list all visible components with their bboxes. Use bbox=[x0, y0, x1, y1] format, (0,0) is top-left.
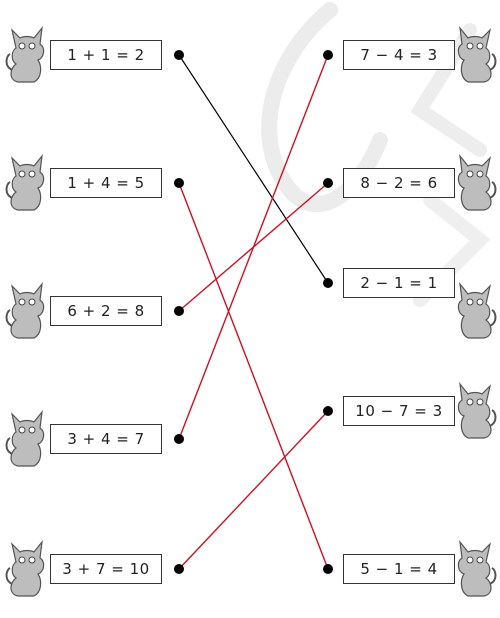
left-equation-text: 3 + 4 = 7 bbox=[67, 430, 145, 448]
cartoon-cat-icon bbox=[5, 281, 45, 339]
connection-line-2 bbox=[178, 182, 329, 570]
cartoon-cat-icon bbox=[457, 281, 497, 339]
cartoon-cat-icon bbox=[5, 25, 45, 83]
cartoon-cat-icon bbox=[5, 409, 45, 467]
right-equation-box: 7 − 4 = 3 bbox=[343, 40, 455, 70]
right-equation-box: 5 − 1 = 4 bbox=[343, 554, 455, 584]
right-equation-text: 10 − 7 = 3 bbox=[355, 402, 443, 420]
cartoon-cat-icon bbox=[457, 381, 497, 439]
left-endpoint-dot[interactable] bbox=[174, 564, 184, 574]
right-equation-text: 2 − 1 = 1 bbox=[360, 274, 438, 292]
right-equation-text: 5 − 1 = 4 bbox=[360, 560, 438, 578]
cartoon-cat-icon bbox=[5, 539, 45, 597]
cartoon-cat-icon bbox=[457, 25, 497, 83]
right-equation-box: 2 − 1 = 1 bbox=[343, 268, 455, 298]
right-equation-text: 7 − 4 = 3 bbox=[360, 46, 438, 64]
left-endpoint-dot[interactable] bbox=[174, 178, 184, 188]
left-endpoint-dot[interactable] bbox=[174, 434, 184, 444]
cartoon-cat-icon bbox=[5, 153, 45, 211]
left-equation-text: 1 + 4 = 5 bbox=[67, 174, 145, 192]
left-equation-text: 3 + 7 = 10 bbox=[62, 560, 150, 578]
left-equation-box: 1 + 1 = 2 bbox=[50, 40, 162, 70]
connection-line-1 bbox=[178, 54, 329, 284]
left-equation-text: 6 + 2 = 8 bbox=[67, 302, 145, 320]
left-endpoint-dot[interactable] bbox=[174, 50, 184, 60]
left-equation-box: 6 + 2 = 8 bbox=[50, 296, 162, 326]
connection-line-4 bbox=[178, 54, 329, 440]
right-equation-text: 8 − 2 = 6 bbox=[360, 174, 438, 192]
right-endpoint-dot[interactable] bbox=[323, 50, 333, 60]
left-equation-box: 3 + 4 = 7 bbox=[50, 424, 162, 454]
right-endpoint-dot[interactable] bbox=[323, 278, 333, 288]
left-equation-text: 1 + 1 = 2 bbox=[67, 46, 145, 64]
connection-line-5 bbox=[178, 410, 329, 570]
right-endpoint-dot[interactable] bbox=[323, 564, 333, 574]
right-endpoint-dot[interactable] bbox=[323, 178, 333, 188]
left-equation-box: 1 + 4 = 5 bbox=[50, 168, 162, 198]
left-equation-box: 3 + 7 = 10 bbox=[50, 554, 162, 584]
right-endpoint-dot[interactable] bbox=[323, 406, 333, 416]
right-equation-box: 10 − 7 = 3 bbox=[343, 396, 455, 426]
cartoon-cat-icon bbox=[457, 153, 497, 211]
cartoon-cat-icon bbox=[457, 539, 497, 597]
left-endpoint-dot[interactable] bbox=[174, 306, 184, 316]
right-equation-box: 8 − 2 = 6 bbox=[343, 168, 455, 198]
